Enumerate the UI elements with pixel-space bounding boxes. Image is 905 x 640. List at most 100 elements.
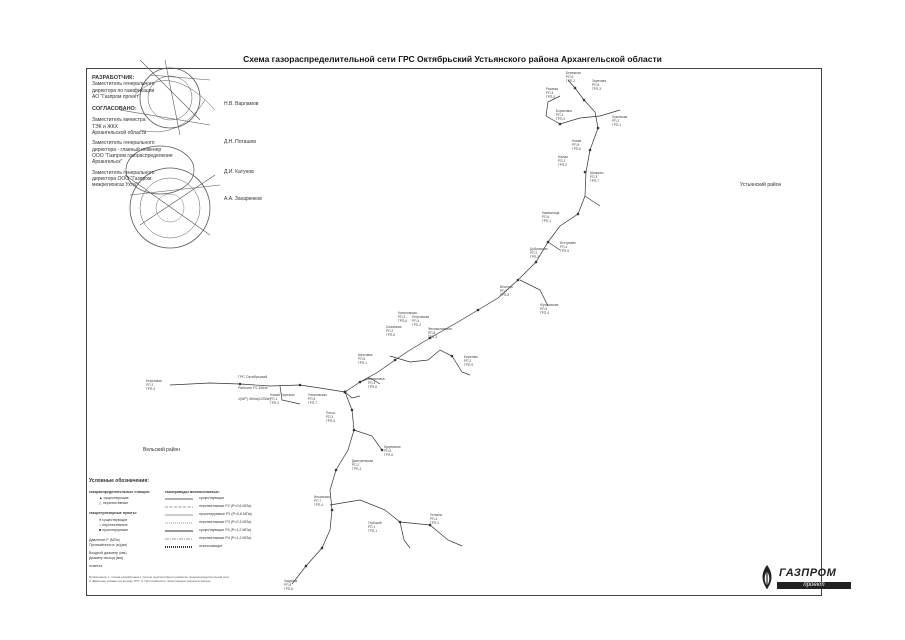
legend-pipe-6: перспективные Р4 (Р<1,2 МПа)	[199, 536, 252, 540]
legend-pipe-5: существующие Р4 (Р<1,2 МПа)	[199, 528, 252, 532]
legend-pipe-4: перспективные Р3 (Р<0,3 МПа)	[199, 520, 252, 524]
legend-pressure: Давление Р (МПа)	[89, 538, 120, 542]
seal-bottom	[129, 167, 211, 249]
logo-sub: проект	[803, 582, 825, 588]
legend-pipe-1: существующие	[199, 496, 225, 500]
seal-developer	[139, 67, 201, 129]
region-label-ustyansky: Устьянский район	[740, 182, 782, 188]
approval-block: РАЗРАБОТЧИК: Заместитель генерального ди…	[92, 75, 272, 205]
logo-bar	[777, 582, 851, 589]
developer-line-1: Заместитель генерального	[92, 81, 155, 88]
dot-icon: ●	[99, 518, 102, 522]
page-title: Схема газораспределительной сети ГРС Окт…	[243, 54, 662, 64]
developer-header: РАЗРАБОТЧИК:	[92, 75, 135, 81]
legend-pipes-header: газопроводы межпоселковые:	[165, 490, 220, 494]
agreed-2-line-1: Заместитель генерального	[92, 140, 155, 147]
seal-gazprom	[125, 145, 195, 195]
signature-strokes	[119, 59, 221, 236]
agreed-3-signature: А.А. Захаренков	[224, 196, 262, 202]
legend-grs-header: газораспределительные станции:	[89, 490, 151, 494]
grp-markers	[238, 86, 600, 568]
flame-icon	[762, 565, 772, 589]
grs-label-line-3: 1(МР) 4Мпа(1200м)	[238, 397, 271, 402]
grs-label-line-2: Рабочее Р2 4Мпа	[238, 385, 268, 390]
developer-line-2: директора по газификации	[92, 87, 155, 94]
legend-grs-existing: ▲ существующие	[99, 496, 129, 500]
stamp-seals	[119, 59, 221, 249]
triangle-outline-icon: △	[99, 501, 102, 505]
legend-grp-header: газорегуляторные пункты:	[89, 511, 137, 515]
legend-grp-planned: ○ перспективные	[99, 523, 128, 527]
grs-label: ГРС Октябрьский Рабочее Р2 4Мпа 1(МР) 4М…	[238, 368, 271, 406]
logo-name: ГАЗПРОМ	[779, 567, 837, 579]
triangle-filled-icon: ▲	[99, 496, 103, 500]
legend-input-diameter: Входной диаметр (мм)	[89, 551, 127, 555]
legend-pipe-7: отключающие	[199, 544, 223, 548]
legend-line-samples	[165, 498, 193, 548]
legend-grp-existing: ● существующие	[99, 518, 128, 522]
legend-pipe-2: перспективные Р2 (Р<0,6 МПа)	[199, 504, 252, 508]
legend-title: Условные обозначения:	[89, 478, 149, 484]
dot-outline-icon: ○	[99, 523, 102, 527]
agreed-2-signature: Д.И. Катунов	[224, 169, 254, 175]
developer-line-3: АО "Газпром проект"	[92, 93, 141, 100]
agreed-1-line-1: Заместитель министра	[92, 117, 146, 124]
legend-grp-projected: ■ проектируемые	[99, 528, 129, 532]
grs-label-line-1: ГРС Октябрьский	[238, 374, 268, 379]
pipeline-network	[169, 79, 621, 585]
legend-length: Протяжённость (м)(км)	[89, 543, 128, 547]
legend: Условные обозначения: газораспределитель…	[89, 478, 409, 574]
agreed-2-line-3: ООО "Газпром газораспределение	[92, 152, 173, 159]
square-icon: ■	[99, 528, 102, 532]
footnote: Примечание: 1. Схема разработана с учёто…	[89, 575, 230, 583]
agreed-3-line-3: межрегионгаз Ухта"	[92, 182, 138, 189]
agreed-3-line-1: Заместитель генерального	[92, 169, 155, 176]
agreed-2-line-4: Архангельск"	[92, 159, 123, 166]
agreed-2-line-2: директора - главный инженер	[92, 146, 162, 153]
agreed-header: СОГЛАСОВАНО:	[92, 106, 137, 113]
agreed-1-signature: Д.Н. Поташев	[224, 139, 256, 145]
drawing-frame	[86, 68, 822, 596]
footnote-line-1: Примечание: 1. Схема разработана с учёто…	[89, 575, 230, 579]
seal-developer-inner	[147, 75, 193, 121]
agreed-1-line-2: ТЭК и ЖКХ	[92, 123, 118, 130]
developer-signature: Н.В. Варламов	[224, 101, 259, 107]
legend-output-diameter: Диаметр выход (мм)	[89, 556, 124, 560]
footnote-line-2: 2. Давление указано на выходе ГРС. 3. Пр…	[89, 579, 212, 583]
seal-bottom-inner	[139, 177, 201, 239]
legend-mark: отметка	[89, 564, 103, 568]
legend-pipe-3: проектируемые Р2 (Р<0,6 МПа)	[199, 512, 252, 516]
agreed-3-line-2: директора ООО "Газпром	[92, 175, 152, 182]
legend-grs-planned: △ перспективные	[99, 501, 129, 505]
